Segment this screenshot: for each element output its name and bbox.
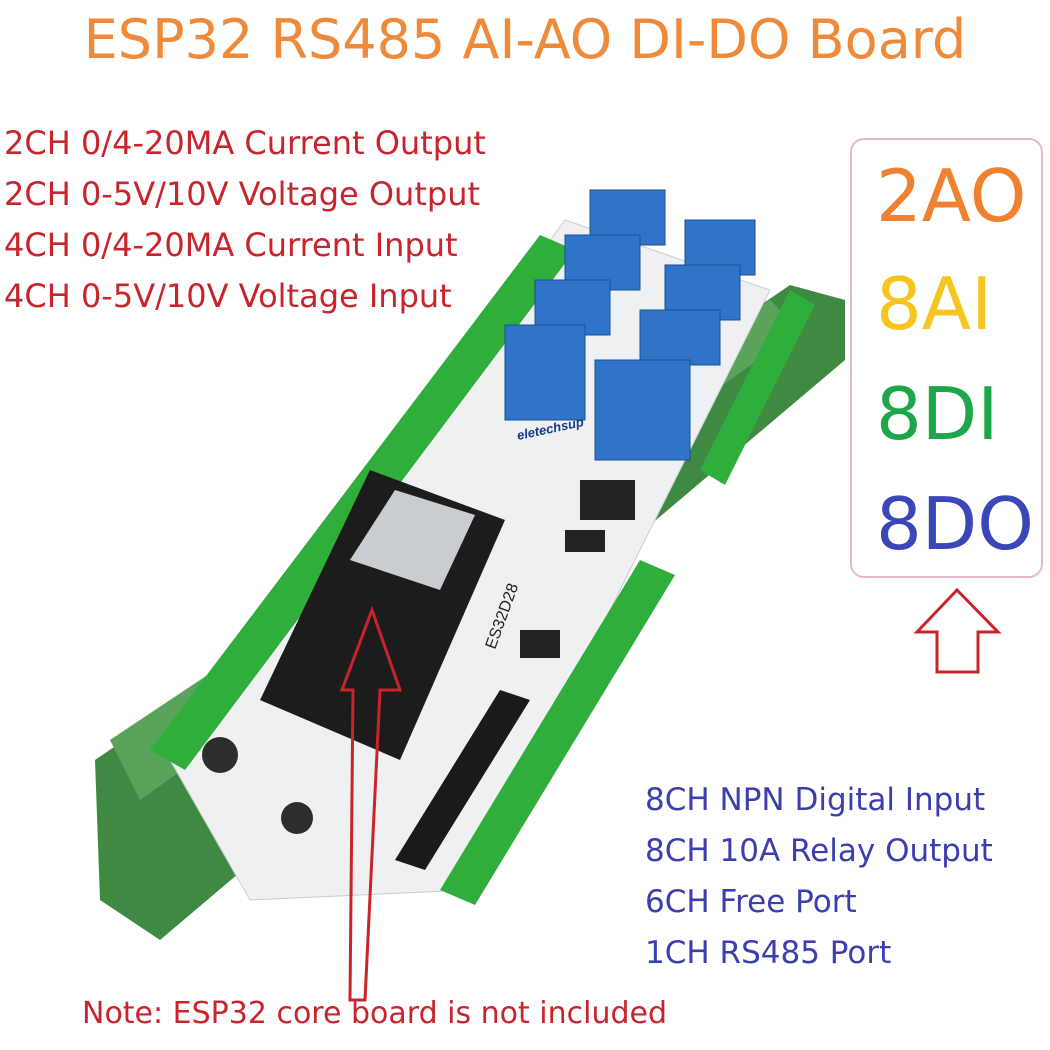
summary-do: 8DO	[876, 482, 1034, 566]
spec-line: 2CH 0-5V/10V Voltage Output	[4, 175, 481, 213]
spec-line: 4CH 0/4-20MA Current Input	[4, 226, 458, 264]
capacitor	[202, 737, 238, 773]
title: ESP32 RS485 AI-AO DI-DO Board	[83, 8, 967, 71]
summary-di: 8DI	[876, 372, 999, 456]
note: Note: ESP32 core board is not included	[82, 996, 668, 1031]
terminal-blocks-right	[440, 290, 815, 905]
capacitor	[281, 802, 313, 834]
feature-line: 1CH RS485 Port	[645, 935, 892, 971]
arrow-up-icon	[913, 587, 1002, 674]
optocouplers	[395, 690, 530, 870]
spec-line: 2CH 0/4-20MA Current Output	[4, 124, 486, 162]
summary-box	[850, 138, 1043, 578]
summary-ai: 8AI	[876, 262, 993, 346]
relays	[504, 189, 756, 461]
feature-line: 8CH NPN Digital Input	[645, 782, 986, 818]
arrow-up-icon	[339, 605, 403, 1002]
ics	[520, 480, 635, 658]
summary-ao: 2AO	[876, 154, 1027, 238]
feature-line: 6CH Free Port	[645, 884, 857, 920]
feature-line: 8CH 10A Relay Output	[645, 833, 993, 869]
spec-line: 4CH 0-5V/10V Voltage Input	[4, 277, 452, 315]
